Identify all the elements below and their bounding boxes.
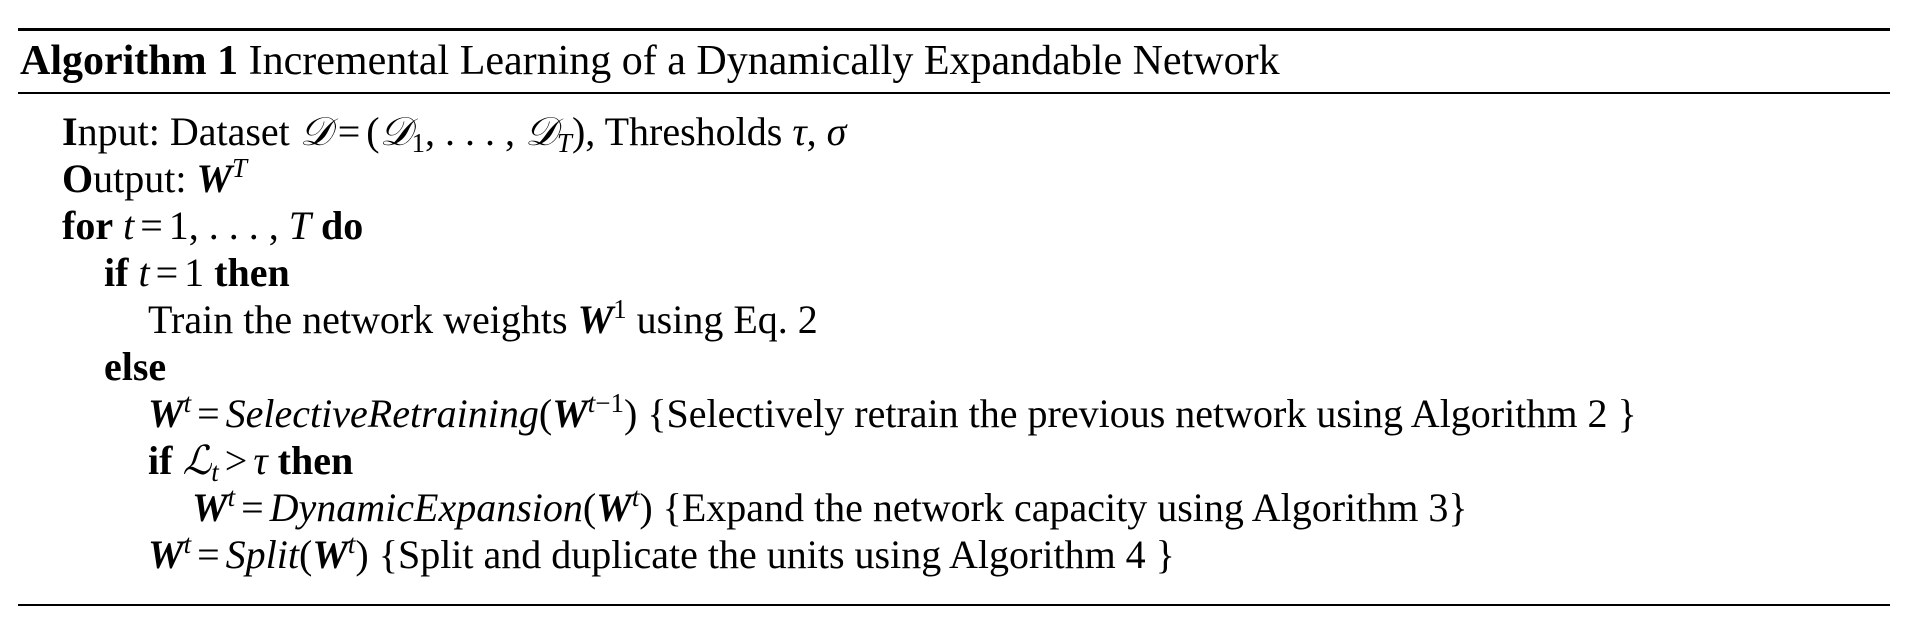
split-function: Split: [225, 532, 299, 577]
do-keyword: do: [321, 203, 364, 248]
then-keyword: then: [277, 438, 354, 483]
sigma-symbol: σ: [826, 109, 847, 154]
if-loss-line: if ℒt>τ then: [148, 438, 354, 487]
split-comment: {Split and duplicate the units using Alg…: [378, 532, 1175, 577]
train-line: Train the network weights W1 using Eq. 2: [148, 294, 818, 343]
expand-comment: {Expand the network capacity using Algor…: [662, 485, 1468, 530]
if-keyword: if: [148, 438, 173, 483]
if-first-task-line: if t=1 then: [104, 250, 290, 295]
subscript-1: 1: [411, 128, 426, 158]
top-rule: [18, 28, 1890, 31]
loss-symbol: ℒ: [182, 438, 212, 484]
dataset-1-symbol: 𝒟: [379, 109, 412, 155]
for-keyword: for: [62, 203, 114, 248]
for-line: for t=1, . . . , T do: [62, 203, 364, 248]
output-line: Output: WT: [62, 155, 247, 203]
retrain-comment: {Selectively retrain the previous networ…: [647, 391, 1637, 436]
weight-symbol: W: [196, 156, 233, 201]
train-text: Train the network weights: [148, 297, 568, 342]
input-line: Input: Dataset 𝒟=(𝒟1, . . . , 𝒟T), Thres…: [62, 109, 847, 158]
train-tail-text: using Eq. 2: [636, 297, 818, 342]
input-keyword-rest: nput:: [77, 109, 160, 154]
output-keyword-rest: utput:: [93, 156, 187, 201]
selective-retraining-line: Wt=SelectiveRetraining(Wt−1) {Selectivel…: [148, 388, 1637, 437]
split-line: Wt=Split(Wt) {Split and duplicate the un…: [148, 529, 1175, 578]
subscript-T: T: [556, 128, 572, 158]
if-keyword: if: [104, 250, 129, 295]
header-rule: [18, 92, 1890, 94]
dynamic-expansion-function: DynamicExpansion: [269, 485, 583, 530]
else-line: else: [104, 343, 166, 391]
tau-symbol: τ: [792, 109, 807, 154]
dataset-symbol: 𝒟: [299, 109, 332, 155]
equals-sign: =: [337, 109, 361, 154]
else-keyword: else: [104, 344, 167, 389]
then-keyword: then: [214, 250, 290, 295]
input-text: Dataset: [169, 109, 290, 154]
algorithm-title: Incremental Learning of a Dynamically Ex…: [248, 38, 1280, 84]
selective-retraining-function: SelectiveRetraining: [225, 391, 539, 436]
bottom-rule: [18, 604, 1890, 606]
dynamic-expansion-line: Wt=DynamicExpansion(Wt) {Expand the netw…: [192, 482, 1468, 531]
output-keyword: O: [62, 156, 94, 201]
dataset-t-symbol: 𝒟: [525, 109, 557, 155]
thresholds-text: Thresholds: [604, 109, 783, 154]
algorithm-header: Algorithm 1 Incremental Learning of a Dy…: [20, 34, 1280, 88]
input-keyword: I: [62, 109, 78, 154]
algorithm-label: Algorithm 1: [20, 38, 239, 84]
superscript-T: T: [232, 153, 248, 183]
